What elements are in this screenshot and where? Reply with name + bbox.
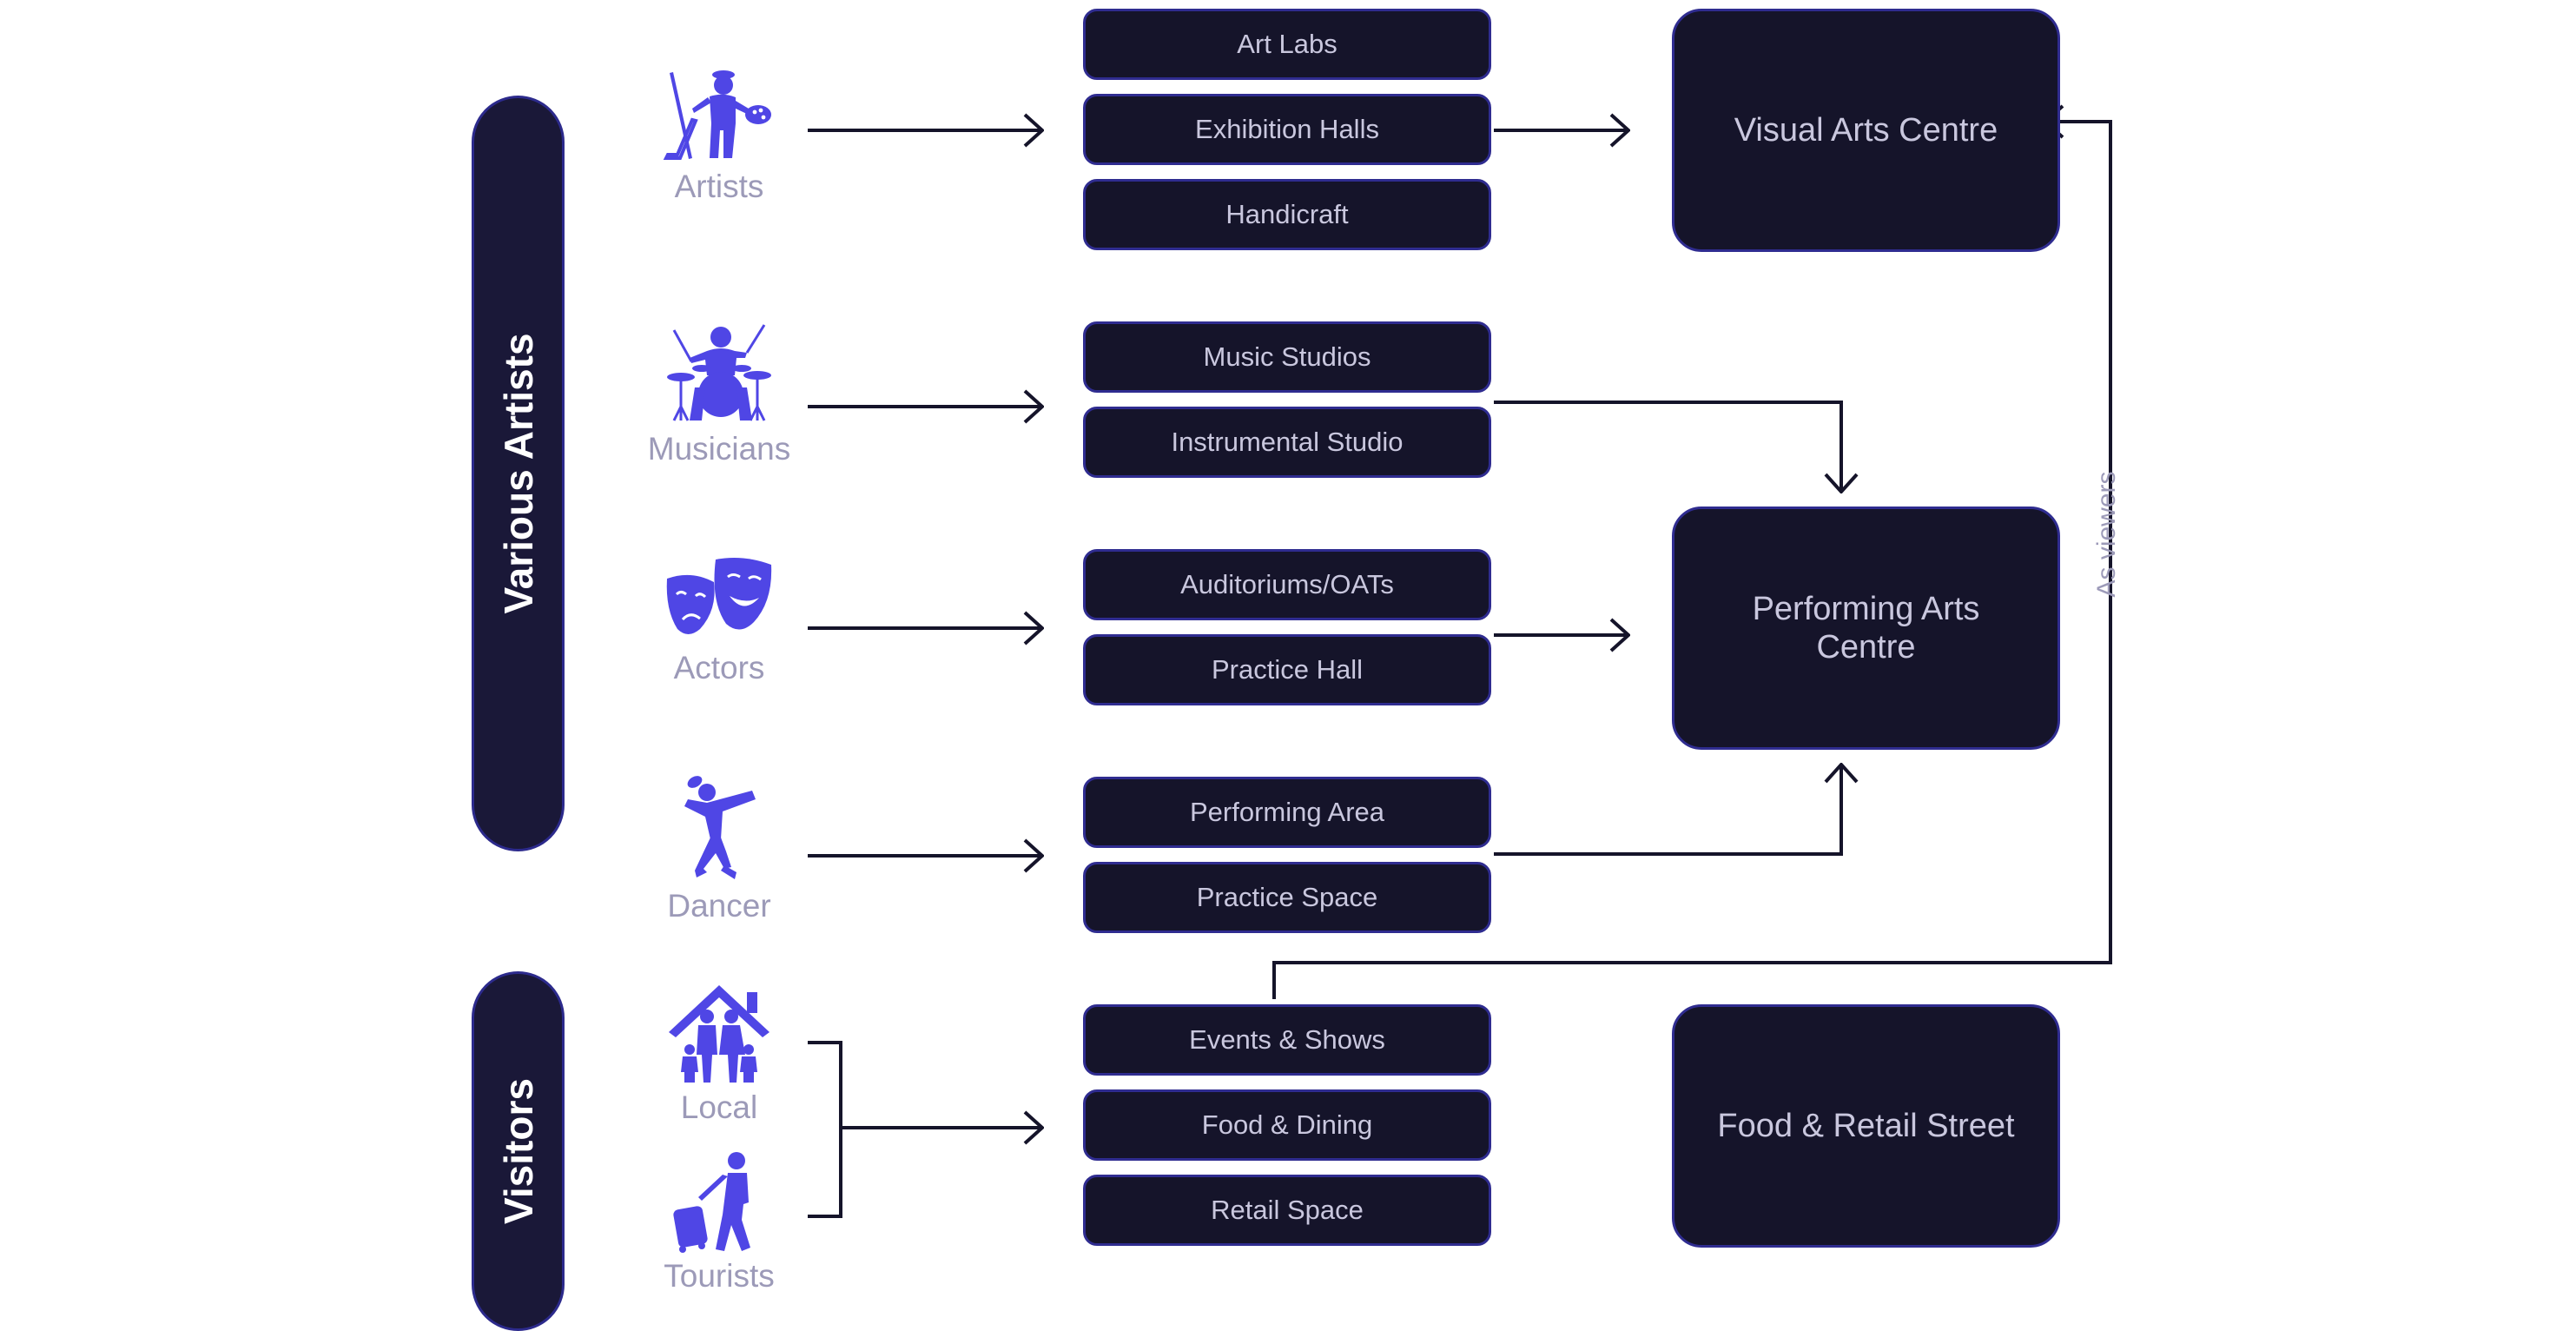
visitors-bracket	[808, 1041, 842, 1218]
actor-artists: Artists	[632, 68, 806, 205]
actor-label: Actors	[673, 650, 765, 685]
actor-tourists: Tourists	[632, 1150, 806, 1295]
facility-exhibition-halls: Exhibition Halls	[1083, 94, 1491, 165]
family-home-icon	[669, 985, 769, 1083]
actor-local: Local	[632, 982, 806, 1126]
actor-musicians: Musicians	[632, 323, 806, 467]
group-label: Visitors	[495, 1078, 541, 1224]
arrow-music-to-performing	[1494, 401, 1841, 492]
traveller-icon	[673, 1152, 750, 1253]
facility-handicraft: Handicraft	[1083, 179, 1491, 250]
facility-music-studios: Music Studios	[1083, 321, 1491, 393]
actor-label: Musicians	[647, 431, 791, 467]
arrow-dance-to-performing	[1494, 765, 1841, 856]
painter-icon	[663, 70, 771, 160]
theatre-masks-icon	[666, 558, 772, 634]
facility-art-labs: Art Labs	[1083, 9, 1491, 80]
actor-actors: Actors	[632, 556, 806, 686]
actor-label: Local	[680, 1089, 758, 1125]
facility-food-dining: Food & Dining	[1083, 1089, 1491, 1161]
actor-label: Tourists	[664, 1258, 775, 1294]
edge-label-as-viewers: As viewers	[2092, 471, 2121, 598]
facility-practice-space: Practice Space	[1083, 862, 1491, 933]
facility-instrumental-studio: Instrumental Studio	[1083, 407, 1491, 478]
centre-visual-arts: Visual Arts Centre	[1672, 9, 2060, 252]
actor-label: Artists	[674, 169, 764, 204]
dancer-icon	[684, 776, 756, 879]
facility-retail-space: Retail Space	[1083, 1175, 1491, 1246]
facility-practice-hall: Practice Hall	[1083, 634, 1491, 705]
actor-dancer: Dancer	[632, 775, 806, 924]
group-various-artists: Various Artists	[472, 96, 565, 851]
arrow-as-viewers	[1272, 122, 2112, 999]
actor-label: Dancer	[667, 888, 771, 924]
facility-events-shows: Events & Shows	[1083, 1004, 1491, 1076]
facility-performing-area: Performing Area	[1083, 777, 1491, 848]
group-label: Various Artists	[495, 333, 541, 614]
centre-performing-arts: Performing Arts Centre	[1672, 507, 2060, 750]
group-visitors: Visitors	[472, 971, 565, 1331]
drummer-icon	[667, 324, 771, 421]
centre-food-retail: Food & Retail Street	[1672, 1004, 2060, 1248]
facility-auditoriums: Auditoriums/OATs	[1083, 549, 1491, 620]
